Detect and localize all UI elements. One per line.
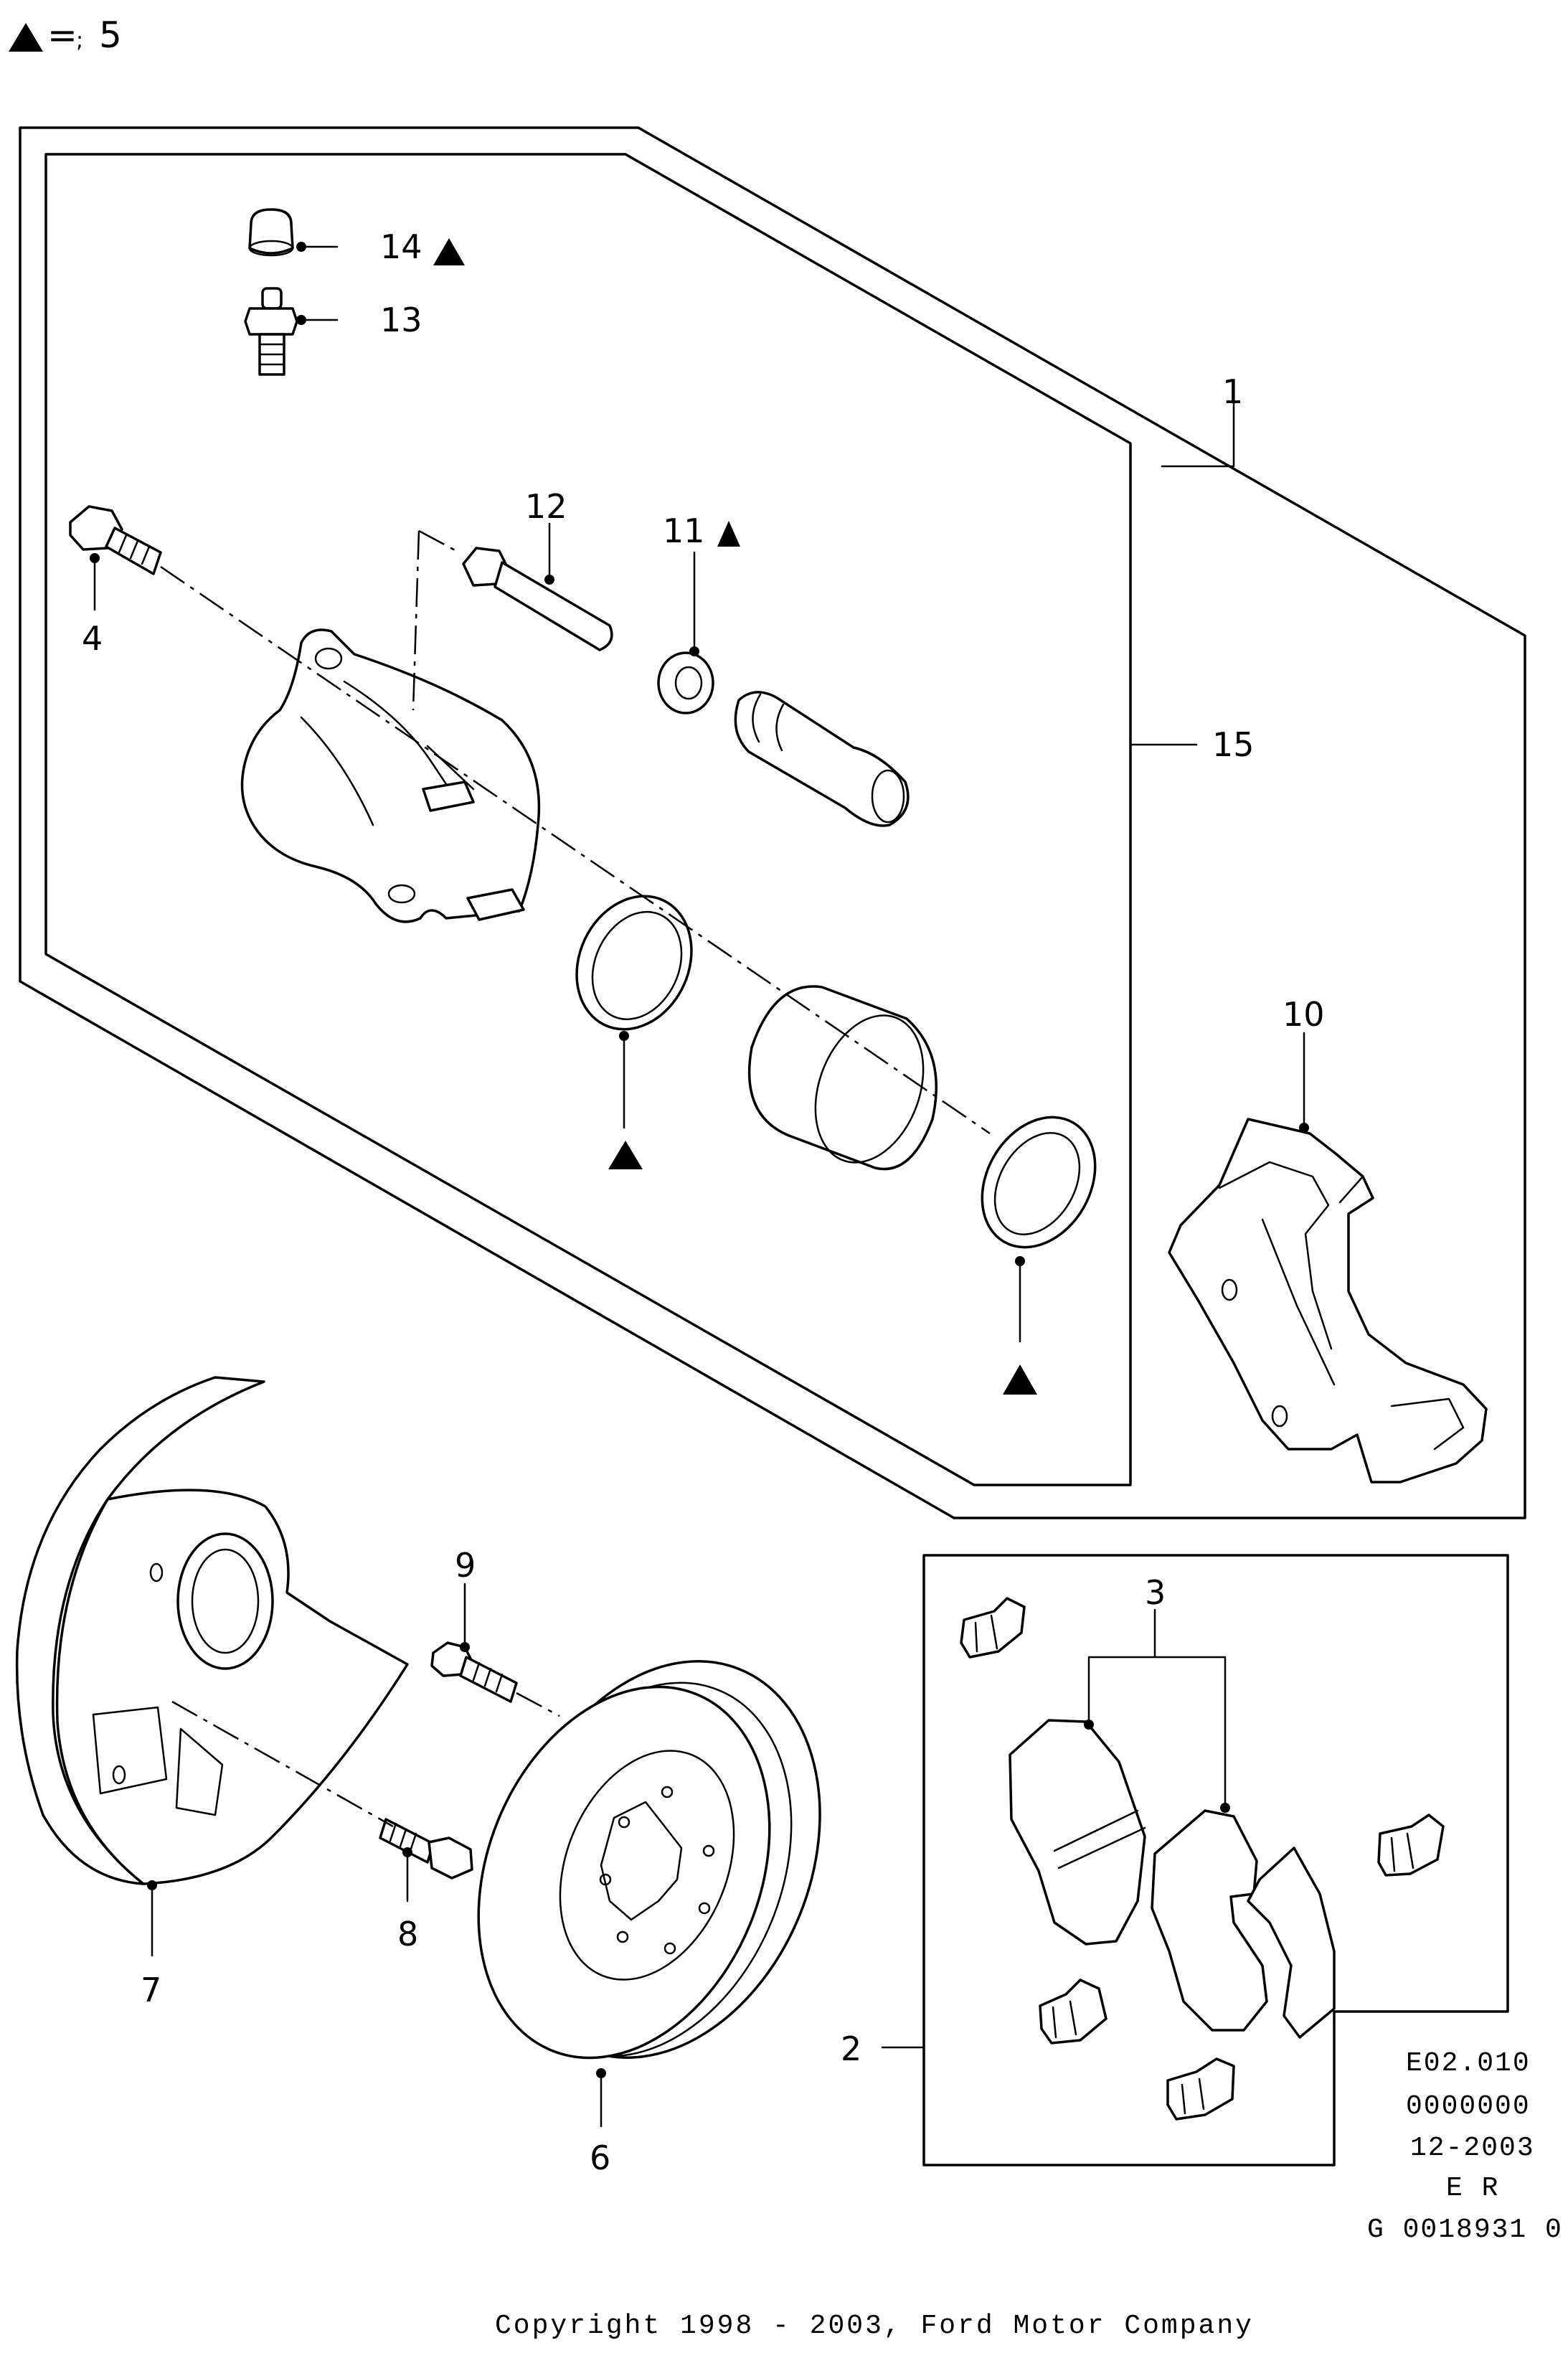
callout-10: 10 [1283, 995, 1325, 1034]
callout-15: 15 [1212, 725, 1255, 764]
marker-triangle-icon-11 [717, 521, 740, 547]
guide-sleeve [734, 691, 910, 827]
callout-7: 7 [141, 1971, 161, 2009]
caliper-housing-inner-boundary [44, 153, 1132, 1486]
legend-equals: = [47, 14, 77, 56]
code-line-2: 0000000 [1406, 2091, 1531, 2122]
legend-value: 5 [99, 14, 122, 56]
callout-8: 8 [397, 1915, 418, 1953]
legend-separator: ; [76, 28, 83, 53]
bleed-screw [244, 287, 298, 376]
callout-3: 3 [1145, 1573, 1166, 1612]
splash-shield [15, 1376, 409, 1885]
shield-screw-axis [516, 1692, 560, 1717]
drawing-code-block: E02.010 0000000 12-2003 E R G 0018931 0 [1367, 2048, 1563, 2245]
callout-13: 13 [380, 301, 422, 339]
guide-pin-axis [412, 530, 420, 711]
brake-pad-outer [1151, 1809, 1336, 2039]
caliper-bolt [69, 505, 162, 575]
code-line-4: E R [1446, 2173, 1499, 2204]
callout-1: 1 [1222, 372, 1243, 411]
guide-pin [462, 547, 613, 651]
caliper-housing [240, 628, 541, 923]
anti-rattle-clip-1 [960, 1597, 1026, 1659]
leader-dots [90, 242, 1309, 2078]
legend: = ; 5 [9, 14, 122, 56]
brake-pad-inner [1009, 1719, 1146, 1946]
legend-triangle-icon [9, 23, 43, 52]
shield-bolt-axis [171, 1700, 394, 1828]
callout-9: 9 [455, 1546, 476, 1585]
callout-12: 12 [525, 487, 567, 526]
anti-rattle-clip-3 [1039, 1979, 1107, 2045]
code-line-5: G 0018931 0 [1367, 2215, 1563, 2245]
shield-bolt [379, 1818, 473, 1880]
callout-11: 11 [663, 511, 705, 550]
marker-triangle-icon-14 [433, 238, 465, 265]
callout-6: 6 [590, 2139, 610, 2177]
callout-2: 2 [841, 2029, 861, 2068]
callout-14: 14 [380, 227, 422, 266]
code-line-1: E02.010 [1406, 2048, 1531, 2079]
dust-boot [981, 1116, 1097, 1249]
bleed-cap [248, 208, 294, 257]
callout-4: 4 [82, 619, 103, 658]
code-line-3: 12-2003 [1410, 2133, 1535, 2164]
caliper-carrier-bracket [1168, 1118, 1488, 1484]
caliper-assembly-axis [160, 565, 991, 1135]
anti-rattle-clip-2 [1377, 1814, 1445, 1877]
anti-rattle-clip-4 [1166, 2057, 1235, 2121]
caliper-piston [747, 985, 938, 1171]
brake-disc [477, 1660, 821, 2060]
marker-triangle-icon-seal [608, 1141, 643, 1169]
shield-screw [430, 1641, 518, 1703]
pad-kit-boundary [922, 1554, 1509, 2166]
caliper-kit-outer-boundary [19, 126, 1526, 1519]
leader-lines [93, 245, 1305, 2128]
marker-triangle-icon-boot [1003, 1364, 1037, 1395]
guide-pin-boot [657, 651, 714, 715]
copyright-notice: Copyright 1998 - 2003, Ford Motor Compan… [495, 2311, 1254, 2342]
piston-seal [575, 895, 693, 1031]
guide-pin-axis-2 [418, 529, 460, 554]
